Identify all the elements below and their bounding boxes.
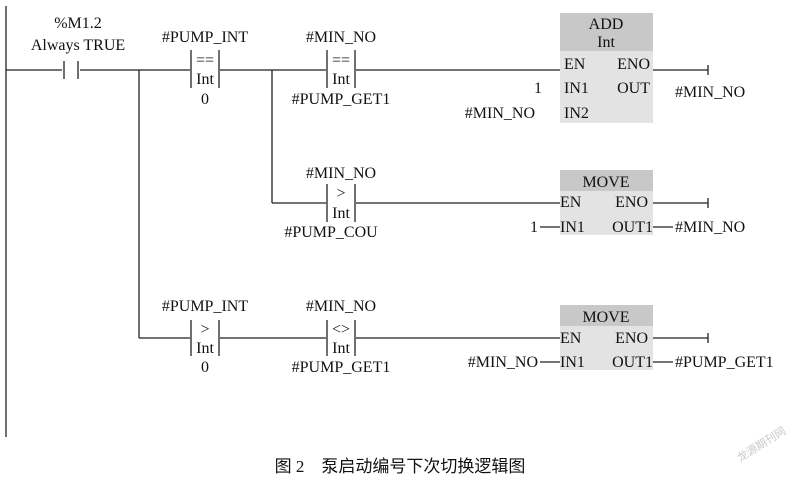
contact-comment: Always TRUE [31,37,125,54]
wires [5,6,709,437]
block-subtitle: Int [597,34,615,51]
cmp-symbol: <> [332,321,350,338]
block-title: ADD [589,16,624,33]
add-int-block: ADD Int EN ENO IN1 OUT IN2 1 #MIN_NO #MI… [465,13,745,123]
cmp-bottom-operand: #PUMP_GET1 [292,359,391,376]
pin-out: OUT [617,80,650,97]
move2-in1-value: #MIN_NO [468,354,538,371]
cmp-top-operand: #PUMP_INT [162,29,248,46]
move-block-1: MOVE EN ENO IN1 OUT1 1 #MIN_NO [530,170,745,236]
pin-en: EN [560,194,582,211]
pin-eno: ENO [615,330,648,347]
move1-in1-value: 1 [530,219,538,236]
cmp-type: Int [332,205,350,222]
pin-en: EN [564,56,586,73]
move-block-2: MOVE EN ENO IN1 OUT1 #MIN_NO #PUMP_GET1 [468,305,774,371]
move1-out1-value: #MIN_NO [675,219,745,236]
cmp-top-operand: #PUMP_INT [162,298,248,315]
cmp-type: Int [332,71,350,88]
cmp-symbol: > [200,321,209,338]
pin-en: EN [560,330,582,347]
cmp-symbol: > [336,185,345,202]
cmp-bottom-operand: 0 [201,359,209,376]
cmp-type: Int [332,340,350,357]
contact-address: %M1.2 [54,15,102,32]
pin-out1: OUT1 [612,219,653,236]
cmp-pump-int-gt-0: #PUMP_INT > Int 0 [162,298,248,376]
add-out-value: #MIN_NO [675,84,745,101]
cmp-pump-int-eq-0: #PUMP_INT == Int 0 [162,29,248,108]
pin-in1: IN1 [560,219,585,236]
watermark: 龙源期刊网 [734,424,788,465]
move2-out1-value: #PUMP_GET1 [675,354,774,371]
cmp-min-no-ne-pump-get1: #MIN_NO <> Int #PUMP_GET1 [292,298,391,376]
pin-out1: OUT1 [612,354,653,371]
cmp-min-no-gt-pump-cou: #MIN_NO > Int #PUMP_COU [284,165,378,241]
pin-eno: ENO [617,56,650,73]
cmp-min-no-eq-pump-get1: #MIN_NO == Int #PUMP_GET1 [292,29,391,108]
add-in2-value: #MIN_NO [465,105,535,122]
cmp-top-operand: #MIN_NO [306,29,376,46]
cmp-type: Int [196,71,214,88]
cmp-bottom-operand: #PUMP_GET1 [292,91,391,108]
cmp-type: Int [196,340,214,357]
pin-in2: IN2 [564,105,589,122]
cmp-top-operand: #MIN_NO [306,165,376,182]
figure-caption: 图 2 泵启动编号下次切换逻辑图 [275,457,526,476]
block-title: MOVE [582,174,629,191]
pin-in1: IN1 [564,80,589,97]
pin-eno: ENO [615,194,648,211]
cmp-symbol: == [196,52,214,69]
cmp-symbol: == [332,52,350,69]
block-title: MOVE [582,309,629,326]
cmp-bottom-operand: #PUMP_COU [284,224,378,241]
pin-in1: IN1 [560,354,585,371]
contact-m1-2: %M1.2 Always TRUE [31,15,125,79]
cmp-top-operand: #MIN_NO [306,298,376,315]
add-in1-value: 1 [534,80,542,97]
cmp-bottom-operand: 0 [201,91,209,108]
